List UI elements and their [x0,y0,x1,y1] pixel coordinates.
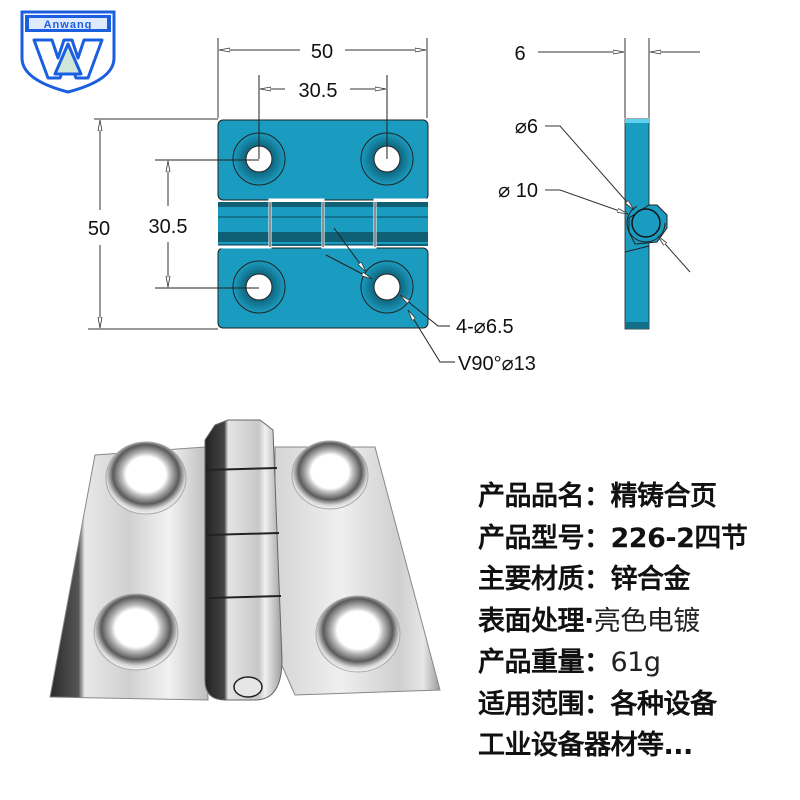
dim-knuckle-diameter: ⌀ 10 [498,180,538,202]
shield-logo-icon: Anwang [20,10,116,94]
brand-text: Anwang [44,19,93,31]
spec-label: 表面处理 [478,605,585,637]
dim-overall-height: 50 [88,218,110,240]
spec-value: 亮色电镀 [593,605,701,637]
spec-row-model: 产品型号：226-2四节 [478,518,798,560]
spec-list: 产品品名：精铸合页 产品型号：226-2四节 主要材质：锌合金 表面处理·亮色电… [478,476,798,767]
spec-label: 适用范围 [478,688,585,720]
spec-label: 主要材质 [478,564,585,595]
countersink-callout: V90°⌀13 [458,353,536,375]
spec-separator: ： [584,647,611,678]
dim-hole-spacing-vertical: 30.5 [149,216,188,238]
spec-label: 产品型号 [478,522,585,554]
spec-row-weight: 产品重量：61g [478,642,798,684]
spec-value: 226-2四节 [610,522,748,554]
front-view-drawing: 50 30.5 50 30.5 4-⌀6.5 V90°⌀13 [0,0,600,400]
spec-row-surface: 表面处理·亮色电镀 [478,601,798,643]
dim-thickness: 6 [514,43,525,65]
spec-row-application: 适用范围：各种设备 [478,684,798,726]
spec-label: 工业设备器材等... [478,730,693,761]
hole-bottom-left [232,260,286,314]
spec-separator: ： [584,688,611,720]
spec-row-application-continued: 工业设备器材等... [478,725,798,767]
spec-separator: ： [584,564,611,595]
side-view-drawing: 6 ⌀6 ⌀ 10 [470,0,705,400]
product-photo [40,410,460,720]
dim-overall-width: 50 [311,41,333,63]
spec-value: 各种设备 [610,688,718,720]
dim-hole-spacing-horizontal: 30.5 [299,80,338,102]
spec-label: 产品重量 [478,647,585,678]
spec-value: 精铸合页 [610,481,718,512]
spec-value: 61g [610,647,662,678]
spec-row-product-name: 产品品名：精铸合页 [478,476,798,518]
dim-pin-diameter: ⌀6 [515,116,538,138]
hole-bottom-right [360,260,414,314]
brand-logo: Anwang [18,10,118,94]
spec-value: 锌合金 [610,564,691,595]
spec-label: 产品品名 [478,481,585,512]
spec-separator: ： [584,481,611,512]
hole-callout: 4-⌀6.5 [456,316,514,338]
spec-row-material: 主要材质：锌合金 [478,559,798,601]
spec-separator: ： [584,522,611,554]
spec-separator: · [584,605,594,637]
